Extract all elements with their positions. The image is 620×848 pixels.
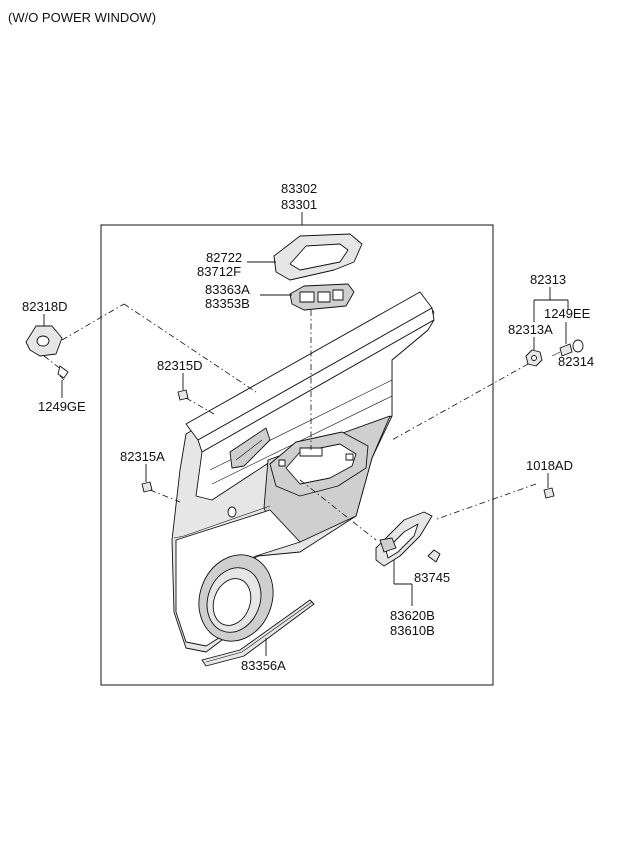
dash-1249GE [43, 355, 63, 371]
dash-82318D-2 [123, 303, 257, 393]
label-83363A[interactable]: 83363A [205, 282, 250, 297]
lower-strip-83356A-part[interactable] [201, 599, 315, 667]
dash-82318D [61, 303, 125, 341]
label-83712F[interactable]: 83712F [197, 264, 241, 279]
label-82313[interactable]: 82313 [530, 272, 566, 287]
clip-82315A-part[interactable] [141, 481, 153, 493]
clip-82315D-part[interactable] [177, 389, 189, 401]
label-83745[interactable]: 83745 [414, 570, 450, 585]
grip-handle-part[interactable] [273, 233, 363, 281]
label-83356A[interactable]: 83356A [241, 658, 286, 673]
inside-handle-part[interactable] [375, 511, 433, 567]
door-trim-panel[interactable] [171, 291, 435, 653]
label-83302[interactable]: 83302 [281, 181, 317, 196]
label-82722[interactable]: 82722 [206, 250, 242, 265]
cap-83745-part[interactable] [427, 549, 441, 563]
screw-1018AD-part[interactable] [543, 487, 555, 499]
nut-82313A-part[interactable] [525, 349, 543, 367]
dash-82315A [149, 489, 181, 503]
assembly-frame [100, 224, 494, 686]
washer-82314-part[interactable] [572, 339, 584, 353]
diagram-title: (W/O POWER WINDOW) [8, 10, 156, 25]
dash-1018AD [433, 483, 537, 521]
label-1249GE[interactable]: 1249GE [38, 399, 86, 414]
dash-82315D [185, 397, 215, 415]
dash-82313A [391, 363, 529, 441]
label-1018AD[interactable]: 1018AD [526, 458, 573, 473]
label-82315D[interactable]: 82315D [157, 358, 203, 373]
label-83301[interactable]: 83301 [281, 197, 317, 212]
dash-handle [299, 479, 377, 541]
label-82313A[interactable]: 82313A [508, 322, 553, 337]
label-1249EE[interactable]: 1249EE [544, 306, 591, 321]
label-82314[interactable]: 82314 [558, 354, 594, 369]
label-82318D[interactable]: 82318D [22, 299, 68, 314]
label-83353B[interactable]: 83353B [205, 296, 250, 311]
screw-1249EE-part[interactable] [551, 343, 573, 357]
switch-bezel-part[interactable] [289, 283, 355, 311]
screw-1249GE-part[interactable] [57, 365, 69, 381]
label-82315A[interactable]: 82315A [120, 449, 165, 464]
label-83610B[interactable]: 83610B [390, 623, 435, 638]
label-83620B[interactable]: 83620B [390, 608, 435, 623]
bracket-82318D-part[interactable] [25, 325, 63, 357]
